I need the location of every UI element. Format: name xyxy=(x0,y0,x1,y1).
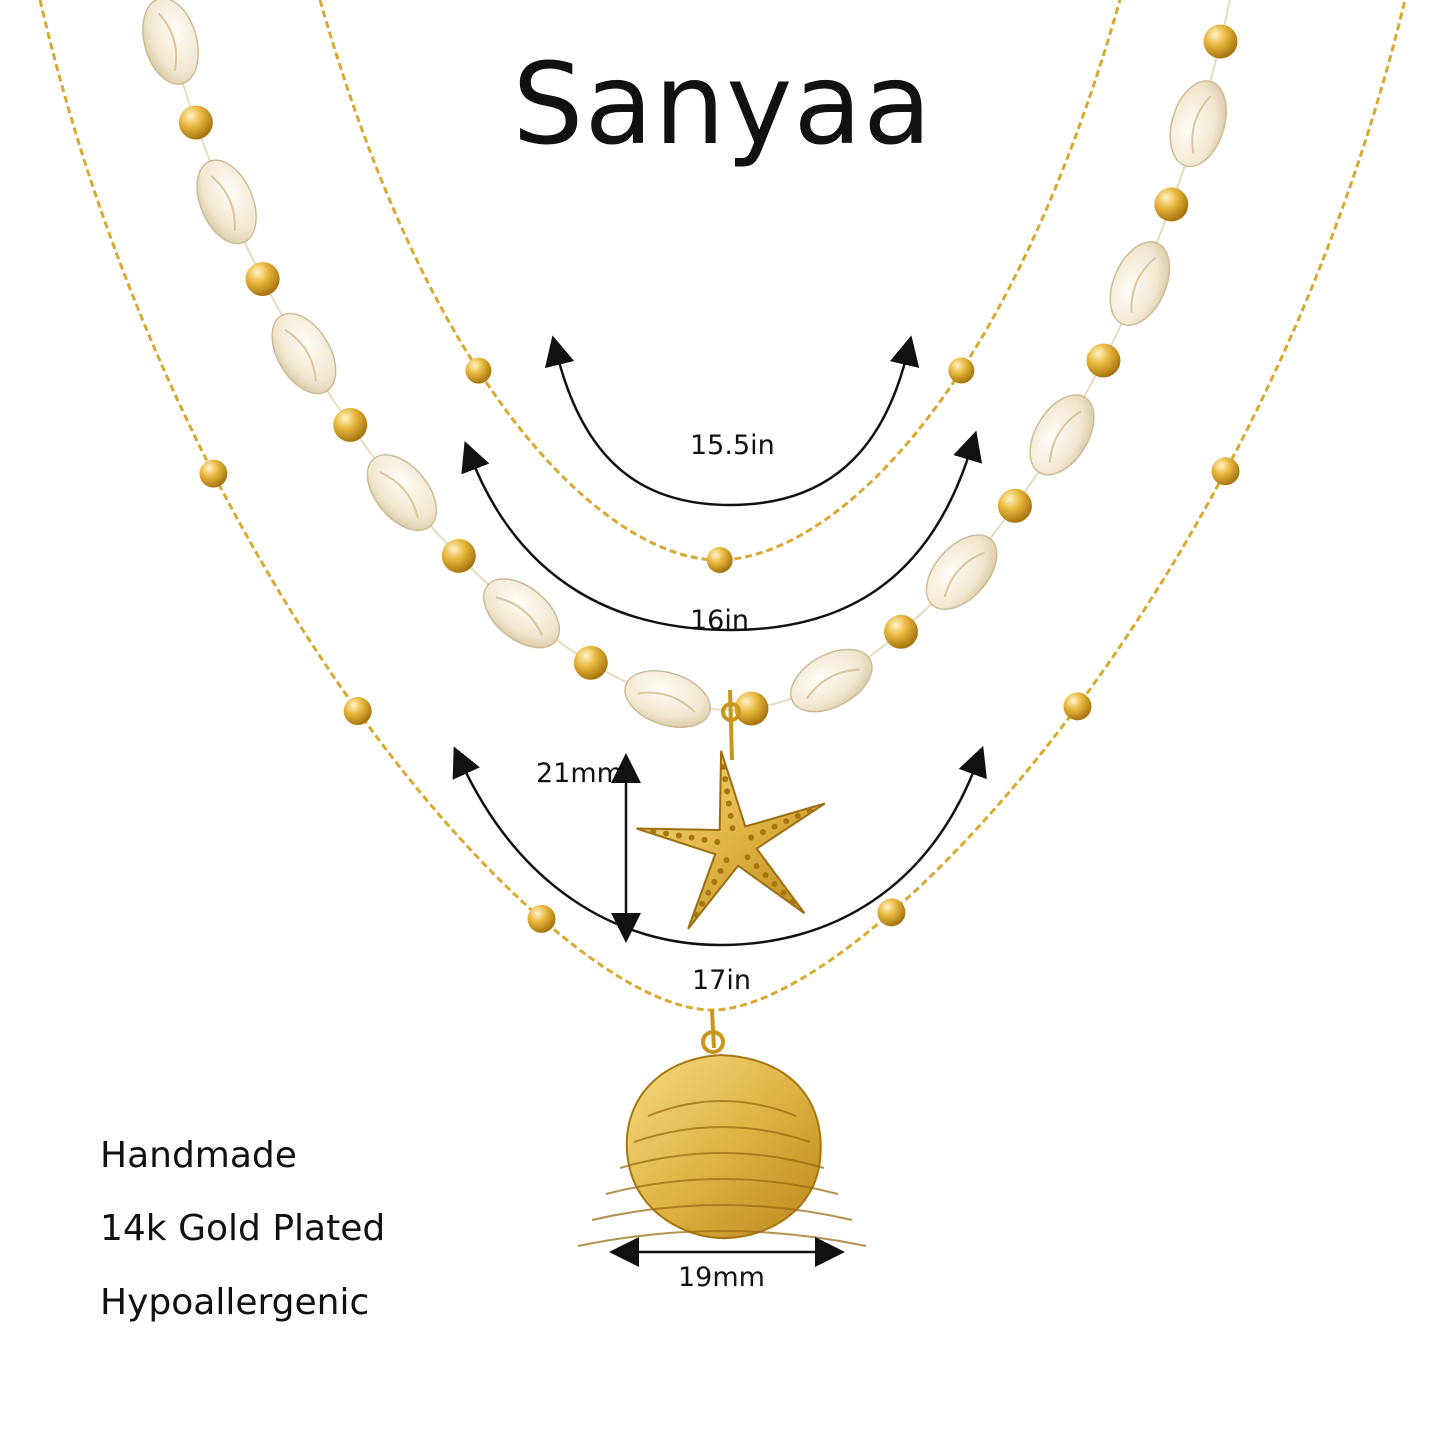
cowrie-shell xyxy=(790,648,873,713)
gold-bead xyxy=(948,357,975,384)
gold-bead xyxy=(527,904,556,933)
starfish-pendant xyxy=(636,689,826,930)
gold-beads xyxy=(178,24,1240,933)
gold-bead xyxy=(199,459,228,488)
gold-bead xyxy=(997,488,1032,523)
shell-strand-length-label: 16in xyxy=(690,605,749,636)
brand-title: Sanyaa xyxy=(512,40,933,170)
choker-length-arrow xyxy=(544,335,920,507)
gold-bead xyxy=(883,614,918,649)
gold-bead xyxy=(573,645,608,680)
gold-bead xyxy=(245,262,280,297)
gold-bead xyxy=(734,691,769,726)
gold-bead xyxy=(441,538,476,573)
shell-strand-length-arrow xyxy=(461,430,983,632)
feature-handmade: Handmade xyxy=(100,1135,297,1176)
cowrie-shell xyxy=(366,454,438,532)
gold-bead xyxy=(1063,692,1092,721)
gold-bead xyxy=(877,898,906,927)
pendant-chain-length-arrow xyxy=(452,745,987,947)
feature-hypoallergenic: Hypoallergenic xyxy=(100,1282,370,1323)
gold-bead xyxy=(178,105,213,140)
cowrie-shell xyxy=(925,534,998,610)
gold-bead xyxy=(465,357,492,384)
gold-bead xyxy=(1154,187,1189,222)
cowrie-shell xyxy=(624,670,711,729)
starfish-height-label: 21mm xyxy=(536,758,623,789)
cowrie-shell xyxy=(271,312,337,395)
feature-gold-plated: 14k Gold Plated xyxy=(100,1208,386,1249)
scallop-width-label: 19mm xyxy=(678,1262,765,1293)
choker-length-label: 15.5in xyxy=(690,430,775,461)
pendant-chain-length-label: 17in xyxy=(692,965,751,996)
cowrie-shell xyxy=(483,578,561,649)
gold-bead xyxy=(706,546,733,573)
cowrie-shell xyxy=(142,0,199,85)
cowrie-shell xyxy=(1109,241,1171,326)
cowrie-shell xyxy=(1169,80,1227,168)
cowrie-shell xyxy=(196,159,257,245)
gold-bead xyxy=(1203,24,1238,59)
gold-bead xyxy=(343,697,372,726)
cowrie-shells xyxy=(142,0,1227,729)
scallop-pendant xyxy=(577,1009,867,1247)
gold-bead xyxy=(1086,343,1121,378)
gold-bead xyxy=(333,407,368,442)
gold-bead xyxy=(1211,457,1240,486)
cowrie-shell xyxy=(1029,394,1095,476)
